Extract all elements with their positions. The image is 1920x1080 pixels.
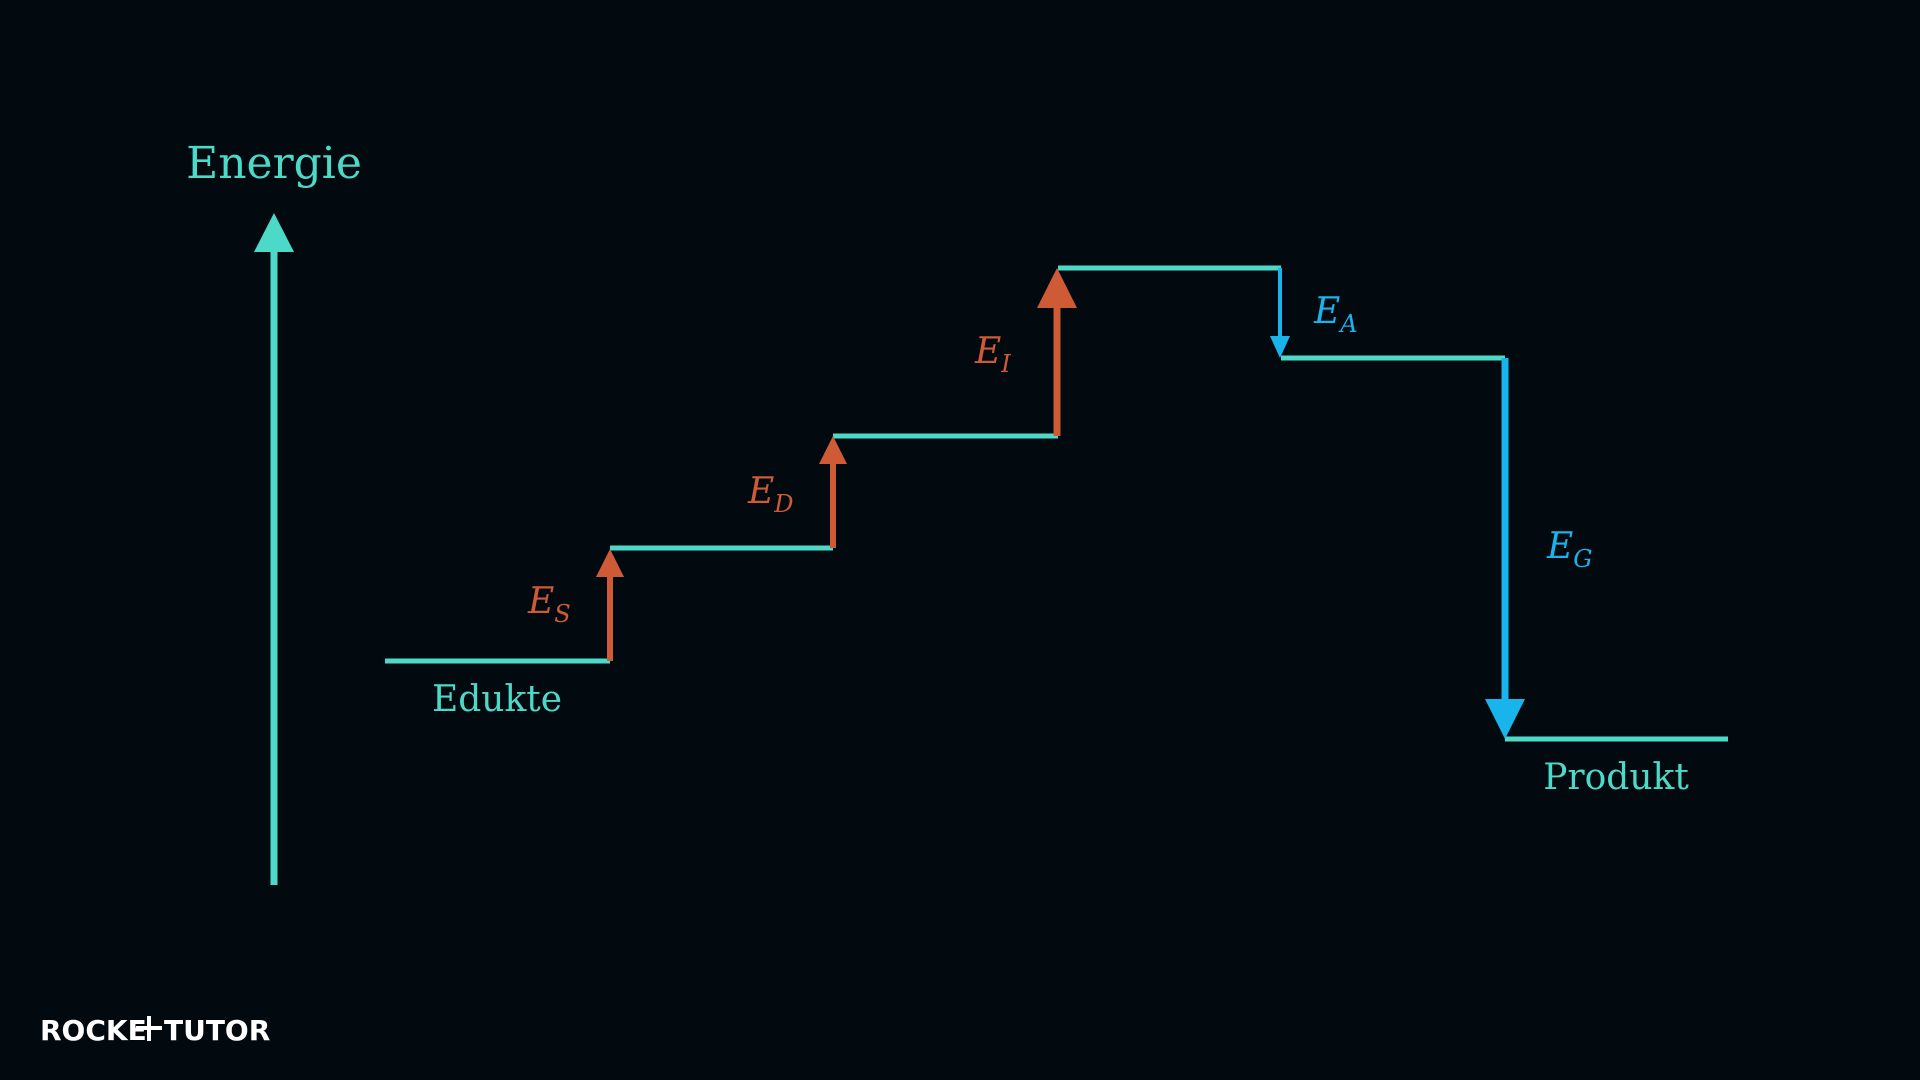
arrow-ed	[819, 436, 847, 548]
arrow-es	[596, 549, 624, 661]
label-ei: EI	[974, 331, 1011, 378]
arrow-eg	[1485, 358, 1525, 739]
arrow-ed-head	[819, 436, 847, 464]
energy-levels	[385, 265, 1728, 742]
label-es: ES	[527, 581, 571, 628]
label-eg: EG	[1546, 526, 1592, 573]
arrow-ea	[1270, 268, 1290, 358]
produkt-label: Produkt	[1543, 757, 1689, 798]
axis-label: Energie	[186, 138, 362, 189]
plus-icon	[136, 1016, 162, 1041]
logo-text-right: TUTOR	[164, 1014, 270, 1047]
logo-text-left: ROCKE	[40, 1014, 147, 1047]
label-ea: EA	[1313, 291, 1358, 338]
axis-arrowhead	[254, 213, 294, 252]
rocketutor-logo: ROCKE TUTOR	[40, 1014, 270, 1047]
arrow-ea-head	[1270, 336, 1290, 358]
arrow-eg-head	[1485, 699, 1525, 739]
arrow-ei	[1037, 268, 1077, 436]
arrow-ei-head	[1037, 268, 1077, 308]
label-ed: ED	[747, 471, 794, 518]
arrow-es-head	[596, 549, 624, 577]
energy-axis: Energie	[186, 138, 362, 885]
edukte-label: Edukte	[432, 679, 562, 720]
